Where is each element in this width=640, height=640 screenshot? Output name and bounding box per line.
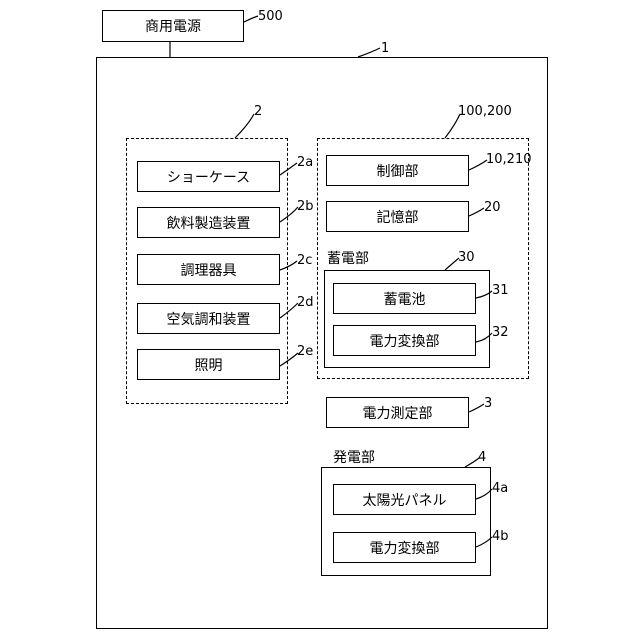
showcase-label: ショーケース xyxy=(167,167,250,187)
showcase-box: ショーケース xyxy=(137,161,280,192)
ref-4b: 4b xyxy=(492,530,509,543)
beverage-machine-box: 飲料製造装置 xyxy=(137,207,280,238)
battery-label: 蓄電池 xyxy=(384,289,426,309)
control-unit-label: 制御部 xyxy=(377,161,419,181)
battery-box: 蓄電池 xyxy=(333,283,476,314)
ref-20: 20 xyxy=(484,201,501,214)
solar-panel-box: 太陽光パネル xyxy=(333,484,476,515)
lighting-label: 照明 xyxy=(195,355,223,375)
ref-100-200: 100,200 xyxy=(458,105,512,118)
ref-500: 500 xyxy=(258,10,283,23)
generation-converter-box: 電力変換部 xyxy=(333,532,476,563)
ref-2e: 2e xyxy=(297,345,313,358)
leader-500 xyxy=(244,16,258,22)
ref-4a: 4a xyxy=(492,482,508,495)
power-measurement-label: 電力測定部 xyxy=(363,403,433,423)
ref-10-210: 10,210 xyxy=(486,153,532,166)
ref-2: 2 xyxy=(254,105,262,118)
commercial-power-box: 商用電源 xyxy=(102,10,244,42)
air-conditioner-label: 空気調和装置 xyxy=(167,309,251,329)
storage-converter-box: 電力変換部 xyxy=(333,325,476,356)
ref-2b: 2b xyxy=(297,200,314,213)
lighting-box: 照明 xyxy=(137,349,280,380)
memory-unit-box: 記憶部 xyxy=(326,201,469,232)
power-measurement-box: 電力測定部 xyxy=(326,397,469,428)
storage-converter-label: 電力変換部 xyxy=(370,331,440,351)
air-conditioner-box: 空気調和装置 xyxy=(137,303,280,334)
ref-30: 30 xyxy=(458,251,475,264)
ref-32: 32 xyxy=(492,326,509,339)
ref-1: 1 xyxy=(381,42,389,55)
cooking-appliance-box: 調理器具 xyxy=(137,254,280,285)
ref-3: 3 xyxy=(484,397,492,410)
ref-2a: 2a xyxy=(297,156,313,169)
ref-31: 31 xyxy=(492,284,509,297)
storage-title: 蓄電部 xyxy=(327,252,369,266)
control-unit-box: 制御部 xyxy=(326,155,469,186)
ref-4: 4 xyxy=(478,451,486,464)
leader-1 xyxy=(358,48,380,57)
solar-panel-label: 太陽光パネル xyxy=(363,490,447,510)
ref-2c: 2c xyxy=(297,254,312,267)
generation-converter-label: 電力変換部 xyxy=(370,538,440,558)
ref-2d: 2d xyxy=(297,296,314,309)
memory-unit-label: 記憶部 xyxy=(377,207,419,227)
beverage-machine-label: 飲料製造装置 xyxy=(167,213,251,233)
commercial-power-label: 商用電源 xyxy=(145,16,201,36)
cooking-appliance-label: 調理器具 xyxy=(181,260,237,280)
generation-title: 発電部 xyxy=(333,451,375,465)
